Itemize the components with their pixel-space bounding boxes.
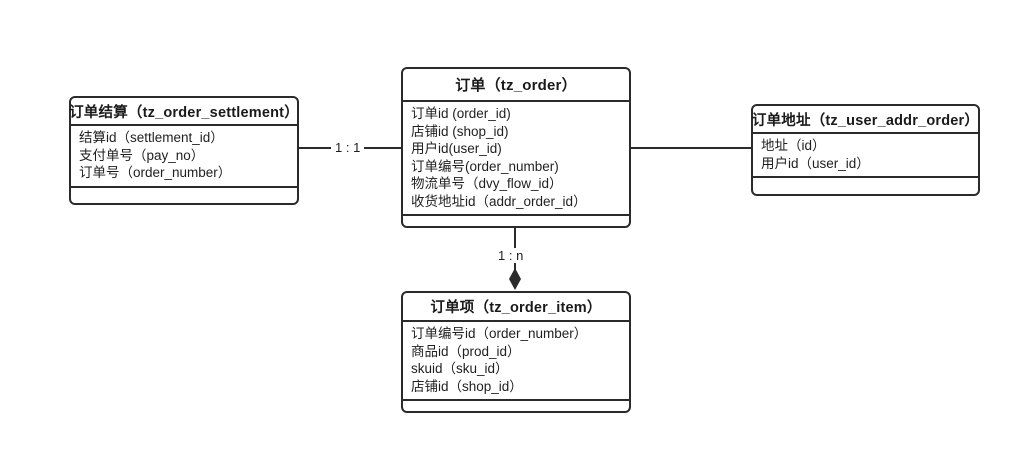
- attribute-row: 订单编号(order_number): [411, 158, 559, 174]
- entity-tz-user-addr-order[interactable]: 订单地址（tz_user_addr_order） 地址（id） 用户id（use…: [751, 104, 980, 196]
- entity-attributes-tz-order: 订单id (order_id) 店铺id (shop_id) 用户id(user…: [403, 102, 629, 216]
- attribute-row: 订单编号id（order_number）: [411, 326, 588, 341]
- entity-tz-order-settlement[interactable]: 订单结算（tz_order_settlement） 结算id（settlemen…: [69, 96, 299, 205]
- entity-title-tz-user-addr-order: 订单地址（tz_user_addr_order）: [752, 106, 979, 134]
- attribute-row: 店铺id (shop_id): [411, 123, 509, 139]
- cardinality-label-order-order-item: 1 : n: [494, 248, 528, 263]
- entity-footer-tz-order: [403, 216, 629, 226]
- entity-title-tz-order: 订单（tz_order）: [403, 69, 629, 102]
- attribute-row: skuid（sku_id）: [411, 361, 509, 376]
- entity-attributes-tz-order-settlement: 结算id（settlement_id） 支付单号（pay_no） 订单号（ord…: [71, 126, 297, 188]
- entity-tz-order-item[interactable]: 订单项（tz_order_item） 订单编号id（order_number） …: [401, 291, 631, 413]
- entity-attributes-tz-order-item: 订单编号id（order_number） 商品id（prod_id） skuid…: [403, 322, 629, 401]
- attribute-row: 收货地址id（addr_order_id）: [411, 193, 587, 209]
- attribute-row: 店铺id（shop_id）: [411, 378, 523, 394]
- attribute-row: 用户id(user_id): [411, 141, 502, 156]
- attribute-row: 商品id（prod_id）: [411, 343, 521, 359]
- entity-title-tz-order-item: 订单项（tz_order_item）: [403, 293, 629, 322]
- entity-footer-tz-order-item: [403, 401, 629, 411]
- attribute-row: 订单号（order_number）: [79, 165, 232, 180]
- entity-tz-order[interactable]: 订单（tz_order） 订单id (order_id) 店铺id (shop_…: [401, 67, 631, 228]
- connector-order-to-address: [629, 147, 753, 149]
- attribute-row: 结算id（settlement_id）: [79, 130, 224, 145]
- attribute-row: 订单id (order_id): [411, 106, 511, 121]
- cardinality-label-settlement-order: 1 : 1: [331, 140, 365, 155]
- attribute-row: 支付单号（pay_no）: [79, 147, 205, 163]
- diamond-shape: [509, 268, 521, 290]
- attribute-row: 物流单号（dvy_flow_id）: [411, 176, 563, 191]
- entity-footer-tz-user-addr-order: [753, 178, 978, 194]
- entity-title-tz-order-settlement: 订单结算（tz_order_settlement）: [69, 98, 299, 126]
- entity-footer-tz-order-settlement: [71, 188, 297, 204]
- entity-attributes-tz-user-addr-order: 地址（id） 用户id（user_id）: [753, 134, 978, 178]
- attribute-row: 地址（id）: [761, 138, 826, 153]
- attribute-row: 用户id（user_id）: [761, 155, 870, 171]
- filled-diamond-icon: [509, 268, 521, 290]
